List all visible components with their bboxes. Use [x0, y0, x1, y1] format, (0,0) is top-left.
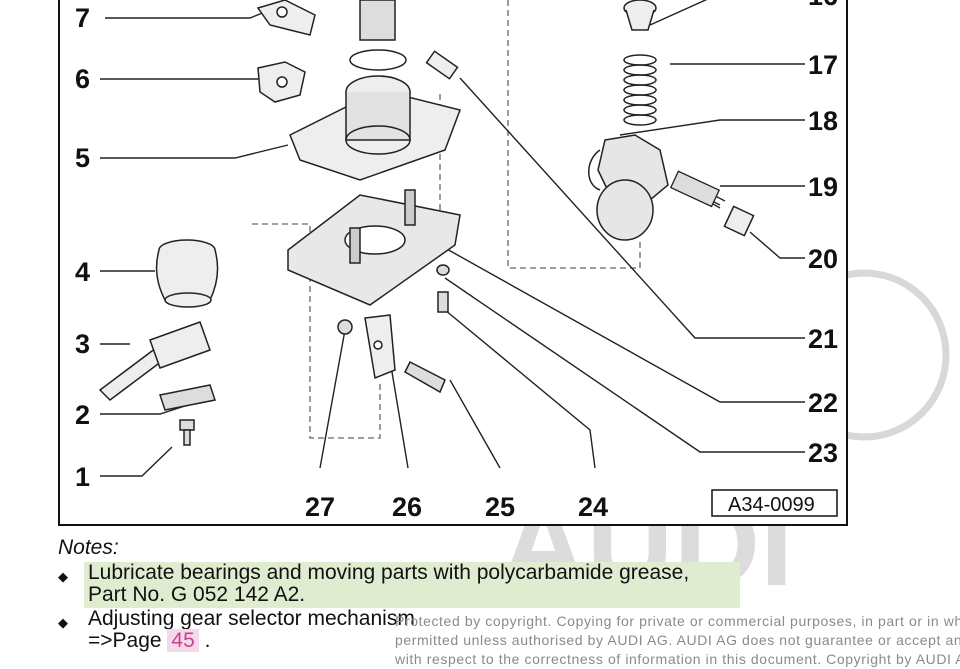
page-prefix: =>Page [88, 629, 162, 652]
callout-17: 17 [808, 50, 838, 80]
note-2-line-1: Adjusting gear selector mechanism [88, 607, 415, 630]
figure-reference-number: A34-0099 [728, 494, 815, 516]
callout-6: 6 [75, 64, 90, 94]
callout-16: 16 [808, 0, 838, 11]
callout-1: 1 [75, 462, 90, 492]
callout-25: 25 [485, 492, 515, 522]
callout-26: 26 [392, 492, 422, 522]
callout-18: 18 [808, 106, 838, 136]
callout-23: 23 [808, 438, 838, 468]
note-2-line-2: =>Page 45 . [88, 629, 211, 652]
callout-22: 22 [808, 388, 838, 418]
page-suffix: . [204, 629, 211, 652]
callout-4: 4 [75, 257, 90, 287]
note-item-2: ◆ Adjusting gear selector mechanism =>Pa… [58, 608, 778, 654]
note-1-line-1: Lubricate bearings and moving parts with… [88, 561, 690, 584]
figure-reference-box [711, 489, 838, 517]
callout-5: 5 [75, 143, 90, 173]
callout-27: 27 [305, 492, 335, 522]
callout-3: 3 [75, 329, 90, 359]
note-1-line-2: Part No. G 052 142 A2. [88, 583, 306, 606]
page-link[interactable]: 45 [167, 629, 199, 652]
copyright-line-1: Protected by copyright. Copying for priv… [395, 613, 960, 629]
copyright-line-2: permitted unless authorised by AUDI AG. … [395, 632, 960, 648]
copyright-line-3: with respect to the correctness of infor… [395, 651, 960, 667]
note-item-1: ◆ Lubricate bearings and moving parts wi… [58, 562, 778, 608]
parts-drawing: 7 6 5 4 3 2 1 27 26 25 24 16 17 18 19 20… [75, 0, 838, 522]
note-highlight [84, 562, 740, 608]
copyright-watermark: Protected by copyright. Copying for priv… [395, 612, 960, 669]
bullet-icon: ◆ [58, 569, 68, 584]
notes-section: Notes: ◆ Lubricate bearings and moving p… [58, 536, 778, 652]
notes-title: Notes: [58, 536, 119, 559]
callout-21: 21 [808, 324, 838, 354]
bullet-icon: ◆ [58, 615, 68, 630]
callout-2: 2 [75, 400, 90, 430]
callout-19: 19 [808, 172, 838, 202]
callout-20: 20 [808, 244, 838, 274]
callout-24: 24 [578, 492, 608, 522]
callout-7: 7 [75, 3, 90, 33]
exploded-parts-diagram: 7 6 5 4 3 2 1 27 26 25 24 16 17 18 19 20… [58, 0, 848, 526]
